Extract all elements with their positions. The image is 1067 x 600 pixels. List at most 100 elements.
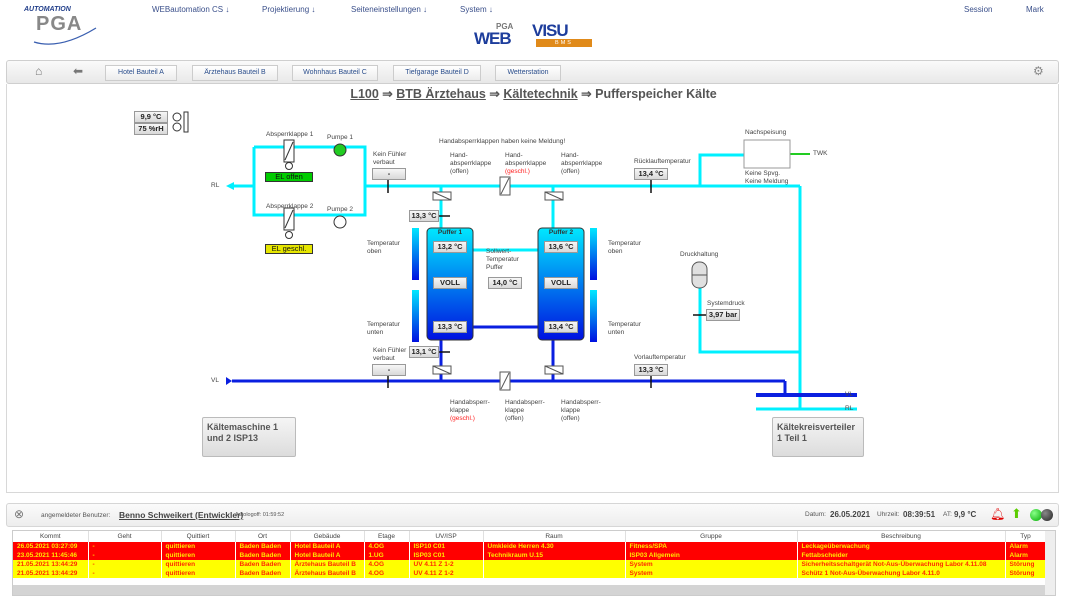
hand-top-1-label: Hand-absperrklappe(offen)	[450, 152, 492, 176]
hand-top-3-name: Hand-absperrklappe	[561, 152, 603, 167]
hand-valves	[432, 176, 564, 391]
table-cell: Hotel Bauteil A	[290, 542, 365, 551]
column-header[interactable]: Gruppe	[625, 531, 798, 542]
kaeltemaschine-button[interactable]: Kältemaschine 1 und 2 ISP13	[202, 417, 296, 457]
user-name-link[interactable]: Benno Schweikert (Entwickler)	[119, 510, 244, 520]
temp-bar-1-bottom	[412, 290, 419, 342]
sollwert-value[interactable]: 14,0 °C	[488, 277, 522, 289]
hand-bottom-2-name: Handabsperr-klappe	[505, 399, 545, 414]
ruecklauf-label: Rücklauftemperatur	[634, 158, 691, 165]
column-header[interactable]: Typ	[1005, 531, 1047, 542]
menu-session[interactable]: Session	[964, 5, 993, 14]
menu-seiteneinstellungen[interactable]: Seiteneinstellungen ↓	[351, 5, 428, 14]
breadcrumb-kaeltetechnik[interactable]: Kältetechnik	[503, 87, 578, 101]
nav-wetterstation[interactable]: Wetterstation	[495, 65, 561, 81]
nav-hotel-bauteil-a[interactable]: Hotel Bauteil A	[105, 65, 177, 81]
table-cell: Baden Baden	[235, 542, 291, 551]
hand-top-2-state: (geschl.)	[505, 168, 530, 175]
bell-icon[interactable]: 🔔︎	[990, 507, 1006, 521]
menu-system[interactable]: System ↓	[460, 5, 493, 14]
vl-arrow-icon	[226, 377, 232, 385]
user-label: angemeldeter Benutzer:	[41, 512, 111, 519]
table-cell: Ärztehaus Bauteil B	[290, 569, 365, 578]
temp-bar-1-top	[412, 228, 419, 280]
arrow-left-icon[interactable]: ⬅	[73, 64, 84, 78]
hand-top-1-state: (offen)	[450, 168, 469, 175]
puffer-1-top-temp: 13,2 °C	[433, 241, 467, 253]
table-cell: System	[625, 560, 798, 569]
table-cell: Hotel Bauteil A	[290, 551, 365, 560]
horizontal-scrollbar[interactable]	[13, 585, 1046, 595]
breadcrumb-btb-aerztehaus[interactable]: BTB Ärztehaus	[396, 87, 486, 101]
table-cell: Baden Baden	[235, 560, 291, 569]
column-header[interactable]: UV/ISP	[409, 531, 484, 542]
table-cell: Baden Baden	[235, 551, 291, 560]
column-header[interactable]: Kommt	[13, 531, 89, 542]
table-cell: Alarm	[1005, 551, 1047, 560]
puffer-1-temp-oben-label: Temperatur oben	[367, 240, 400, 255]
hand-note: Handabsperrklappen haben keine Meldung!	[439, 138, 566, 145]
table-cell: -	[88, 542, 162, 551]
table-cell: Fitness/SPA	[625, 542, 798, 551]
hand-top-3-label: Hand-absperrklappe(offen)	[561, 152, 603, 176]
home-icon[interactable]: ⌂	[35, 64, 43, 78]
table-cell: Baden Baden	[235, 569, 291, 578]
column-header[interactable]: Gebäude	[290, 531, 365, 542]
column-header[interactable]: Quittiert	[161, 531, 236, 542]
status-dark-icon	[1041, 509, 1053, 521]
table-cell: Leckageüberwachung	[797, 542, 1006, 551]
quittieren-link[interactable]: quittieren	[161, 560, 236, 569]
schematic-frame	[6, 84, 1059, 493]
hand-bottom-3-label: Handabsperr-klappe(offen)	[561, 399, 601, 423]
puffer-1-inlet-temp: 13,3 °C	[409, 210, 439, 222]
table-cell: 4.OG	[364, 560, 410, 569]
menu-projektierung[interactable]: Projektierung ↓	[262, 5, 316, 14]
druckhaltung-label: Druckhaltung	[680, 251, 719, 258]
nachspeisung-box	[743, 139, 791, 169]
uhrzeit-label: Uhrzeit:	[877, 511, 900, 518]
table-cell: ISP03 C01	[409, 551, 484, 560]
column-header[interactable]: Beschreibung	[797, 531, 1006, 542]
puffer-1-title: Puffer 1	[437, 229, 463, 236]
table-cell: Störung	[1005, 569, 1047, 578]
puffer-2-temp-oben-label: Temperatur oben	[608, 240, 641, 255]
arrow-up-icon[interactable]: ⬆	[1011, 506, 1022, 521]
nachspeisung-label: Nachspeisung	[745, 129, 787, 136]
breadcrumb-l100[interactable]: L100	[350, 87, 379, 101]
column-header[interactable]: Ort	[235, 531, 291, 542]
absperrklappe-2-status[interactable]: EL geschl.	[265, 244, 313, 254]
logo-bms: BMS	[536, 39, 592, 47]
systemdruck-label: Systemdruck	[707, 300, 745, 307]
gear-icon[interactable]: ⚙	[1033, 64, 1044, 78]
hand-bottom-2-label: Handabsperr-klappe(offen)	[505, 399, 545, 423]
column-header[interactable]: Raum	[483, 531, 626, 542]
pga-automation-logo[interactable]: AUTOMATION PGA	[20, 6, 100, 46]
nav-aerztehaus-bauteil-b[interactable]: Ärztehaus Bauteil B	[192, 65, 278, 81]
close-circle-icon[interactable]: ⊗	[14, 507, 25, 521]
nav-tiefgarage-bauteil-d[interactable]: Tiefgarage Bauteil D	[393, 65, 481, 81]
status-green-icon	[1030, 509, 1042, 521]
table-cell: 4.OG	[364, 569, 410, 578]
puffer-2-temp-unten-label: Temperatur unten	[608, 321, 641, 336]
menu-webautomation[interactable]: WEBautomation CS ↓	[152, 5, 230, 14]
absperrklappe-1-status[interactable]: EL offen	[265, 172, 313, 182]
quittieren-link[interactable]: quittieren	[161, 569, 236, 578]
kaeltekreisverteiler-button[interactable]: Kältekreisverteiler 1 Teil 1	[772, 417, 864, 457]
table-cell: UV 4.11 Z 1-2	[409, 560, 484, 569]
menu-user[interactable]: Mark	[1026, 5, 1044, 14]
table-cell: Ärztehaus Bauteil B	[290, 560, 365, 569]
vertical-scrollbar[interactable]	[1045, 531, 1055, 595]
column-header[interactable]: Etage	[364, 531, 410, 542]
hand-bottom-3-state: (offen)	[561, 415, 580, 422]
quittieren-link[interactable]: quittieren	[161, 551, 236, 560]
table-cell: ISP10 C01	[409, 542, 484, 551]
column-header[interactable]: Geht	[88, 531, 162, 542]
nav-wohnhaus-bauteil-c[interactable]: Wohnhaus Bauteil C	[292, 65, 378, 81]
quittieren-link[interactable]: quittieren	[161, 542, 236, 551]
breadcrumb-separator: ⇒	[382, 87, 393, 101]
